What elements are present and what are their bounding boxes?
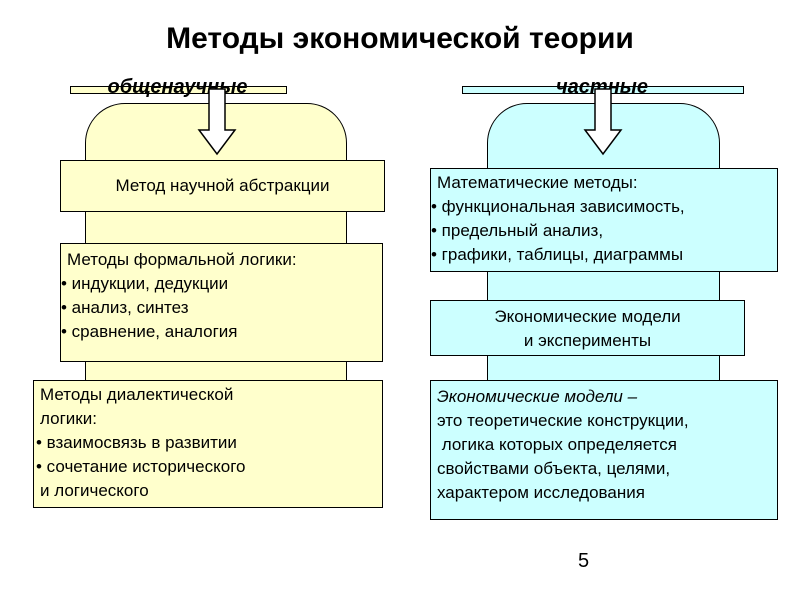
box-line: Экономические модели –: [437, 387, 638, 406]
left-heading-bar: [70, 86, 287, 94]
box-line: это теоретические конструкции,: [437, 411, 689, 430]
math-methods-box: Математические методы: • функциональная …: [430, 168, 778, 272]
formal-logic-box: Методы формальной логики: • индукции, де…: [60, 243, 383, 362]
box-line: характером исследования: [437, 483, 645, 502]
box-line: и эксперименты: [523, 331, 652, 350]
box-line: логики:: [40, 409, 97, 428]
right-heading: частные: [556, 76, 648, 98]
box-line: Математические методы:: [437, 173, 638, 192]
models-experiments-box: Экономические модели и эксперименты: [430, 300, 745, 356]
box-line: • графики, таблицы, диаграммы: [431, 245, 684, 264]
page-number: 5: [578, 550, 590, 572]
down-arrow-icon: [197, 88, 237, 156]
dialectical-logic-box: Методы диалектической логики: • взаимосв…: [33, 380, 383, 508]
box-line: Методы диалектической: [40, 385, 234, 404]
box-line: • предельный анализ,: [431, 221, 604, 240]
abstraction-method-box: Метод научной абстракции: [60, 160, 385, 212]
slide-title: Методы экономической теории: [166, 22, 634, 55]
left-heading: общенаучные: [107, 76, 248, 98]
box-line: и логического: [40, 481, 149, 500]
box-line: Методы формальной логики:: [67, 250, 297, 269]
box-line: • индукции, дедукции: [61, 274, 229, 293]
box-line: • взаимосвязь в развитии: [36, 433, 237, 452]
box-line: • функциональная зависимость,: [431, 197, 685, 216]
box-line: Экономические модели: [494, 307, 681, 326]
box-line: • сочетание исторического: [36, 457, 246, 476]
box-line: логика которых определяется: [437, 435, 677, 454]
model-definition-box: Экономические модели – это теоретические…: [430, 380, 778, 520]
box-line: • анализ, синтез: [61, 298, 189, 317]
down-arrow-icon: [583, 88, 623, 156]
box-line: свойствами объекта, целями,: [437, 459, 671, 478]
box-line: • сравнение, аналогия: [61, 322, 238, 341]
